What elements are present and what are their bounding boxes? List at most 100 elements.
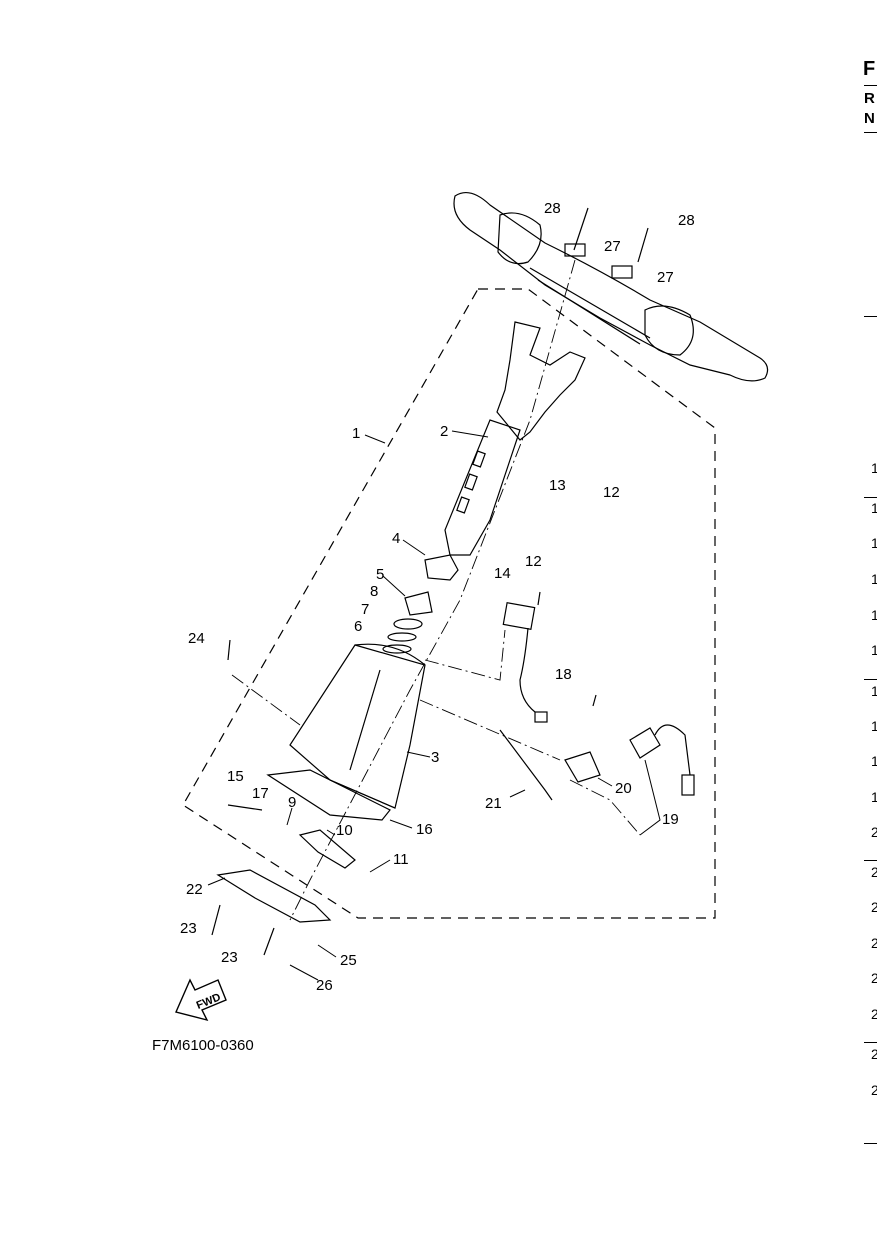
- callout-9: 9: [288, 794, 296, 811]
- callout-21: 21: [485, 795, 502, 812]
- leader-10: [326, 829, 336, 836]
- callout-17: 17: [252, 785, 269, 802]
- callout-3: 3: [431, 749, 439, 766]
- edge-digit: 2: [871, 824, 877, 840]
- callout-11: 11: [393, 851, 409, 868]
- callout-23-right: 23: [221, 949, 238, 966]
- callout-20: 20: [615, 780, 632, 797]
- callout-26: 26: [316, 977, 333, 994]
- callout-10: 10: [336, 822, 353, 839]
- edge-digit: 1: [871, 460, 877, 476]
- edge-dash: [864, 679, 877, 680]
- cone-housing-drawing: [289, 643, 426, 809]
- edge-rule-top: [864, 85, 877, 86]
- leader-3: [406, 751, 431, 758]
- leader-4: [402, 539, 426, 556]
- bolts-drawing: [211, 207, 649, 956]
- assembly-boundary-dashed: [182, 288, 716, 919]
- callout-6: 6: [354, 618, 362, 635]
- leader-26: [289, 964, 319, 981]
- callout-13: 13: [549, 477, 566, 494]
- leader-16: [389, 819, 413, 829]
- centerline-sensor: [419, 699, 561, 761]
- callout-23-left: 23: [180, 920, 197, 937]
- edge-digit: 2: [871, 970, 877, 986]
- leader-21: [509, 789, 526, 798]
- edge-digit: 2: [871, 1082, 877, 1098]
- edge-digit: 1: [871, 500, 877, 516]
- edge-digit: 1: [871, 642, 877, 658]
- edge-digit: 1: [871, 607, 877, 623]
- centerline-19: [569, 779, 641, 836]
- handlebar-drawing: [453, 191, 769, 382]
- edge-digit: 2: [871, 864, 877, 880]
- edge-digit: 2: [871, 1046, 877, 1062]
- bottom-bracket-drawing: [216, 869, 332, 923]
- leader-19: [639, 759, 661, 836]
- edge-digit: 2: [871, 1006, 877, 1022]
- bracket-drawing: [564, 751, 601, 783]
- centerline-switch: [424, 629, 506, 681]
- edge-digit: 2: [871, 899, 877, 915]
- cable-tie-drawing: [499, 729, 553, 801]
- callout-22: 22: [186, 881, 203, 898]
- block-27-upper-drawing: [564, 243, 586, 257]
- edge-digit: 1: [871, 789, 877, 805]
- edge-dash: [864, 316, 877, 317]
- clip-drawing: [298, 829, 356, 869]
- callout-15: 15: [227, 768, 244, 785]
- leader-1: [364, 434, 386, 444]
- edge-digit: 1: [871, 718, 877, 734]
- edge-dash: [864, 497, 877, 498]
- callout-2: 2: [440, 423, 448, 440]
- callout-12-upper: 12: [603, 484, 620, 501]
- centerline-bolt-24: [231, 674, 301, 726]
- callout-28-right: 28: [678, 212, 695, 229]
- callout-27-upper: 27: [604, 238, 621, 255]
- edge-sub-row-2: N: [864, 110, 875, 127]
- block-27-lower-drawing: [611, 265, 633, 279]
- callout-8: 8: [370, 583, 378, 600]
- leader-5: [382, 575, 406, 597]
- mounting-plate-drawing: [266, 769, 391, 821]
- steering-column-drawing: [444, 321, 586, 556]
- callout-28-left: 28: [544, 200, 561, 217]
- edge-rule-header: [864, 132, 877, 133]
- edge-title-fragment: F: [863, 58, 876, 80]
- callout-14: 14: [494, 565, 511, 582]
- leader-2: [451, 430, 489, 438]
- edge-sub-row-1: R: [864, 90, 875, 107]
- edge-digit: 1: [871, 753, 877, 769]
- callout-7: 7: [361, 601, 369, 618]
- edge-digit: 1: [871, 571, 877, 587]
- callout-27-lower: 27: [657, 269, 674, 286]
- leader-11: [369, 859, 391, 873]
- leader-20: [597, 777, 613, 787]
- edge-rule-bottom: [864, 1143, 877, 1144]
- callout-16: 16: [416, 821, 433, 838]
- sensor-drawing: [629, 724, 695, 796]
- centerline-main: [289, 259, 576, 921]
- leader-9: [286, 807, 293, 826]
- edge-digit: 2: [871, 935, 877, 951]
- callout-12-lower: 12: [525, 553, 542, 570]
- edge-dash: [864, 1042, 877, 1043]
- callout-18: 18: [555, 666, 572, 683]
- callout-25: 25: [340, 952, 357, 969]
- leader-25: [317, 944, 337, 958]
- edge-digit: 1: [871, 683, 877, 699]
- edge-digit: 1: [871, 535, 877, 551]
- callout-24: 24: [188, 630, 205, 647]
- diagram-caption: F7M6100-0360: [152, 1037, 254, 1054]
- callout-4: 4: [392, 530, 400, 547]
- callout-5: 5: [376, 566, 384, 583]
- callout-1: 1: [352, 425, 360, 442]
- callout-19: 19: [662, 811, 679, 828]
- leader-22: [207, 877, 226, 886]
- switch-harness-drawing: [502, 602, 548, 723]
- fwd-label: FWD: [195, 991, 223, 1012]
- bushing-stack-drawing: [382, 554, 459, 654]
- edge-dash: [864, 860, 877, 861]
- fwd-arrow: [175, 978, 227, 1022]
